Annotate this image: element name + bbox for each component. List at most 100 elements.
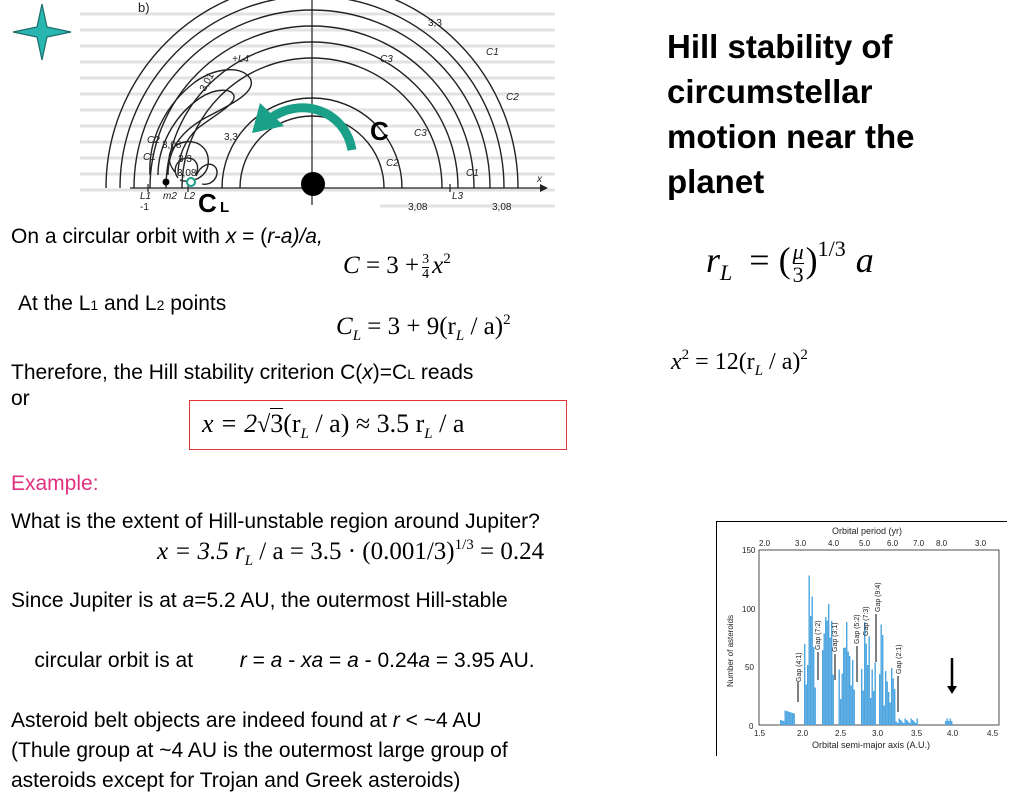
histogram-bar [885,671,887,725]
top-axis-title: Orbital period (yr) [832,526,902,536]
eq-part: / a) ≈ 3.5 r [308,409,425,438]
title-line: circumstellar [667,73,873,110]
histogram-bar [912,720,914,725]
y-tick: 150 [742,546,756,555]
histogram-bar [804,644,806,725]
eq-x: x [671,349,682,375]
curve-label: C2 [147,135,160,146]
y-tick: 0 [749,722,754,731]
text-run: L [407,366,416,382]
histogram-bar [906,720,908,725]
top-tick: 8.0 [936,539,948,548]
eq-part: / a) [464,313,504,340]
sqrt-symbol: √ [257,412,271,438]
histogram-bar [892,678,894,725]
histogram-bar [784,710,786,725]
contour-label: 3,3 [178,154,192,165]
eq-C: C [336,313,353,340]
text-run: On a circular orbit with [11,225,226,248]
histogram-bar [807,665,809,725]
arrow-down-icon [947,686,957,694]
histogram-bar [828,604,830,725]
histogram-bar [882,635,884,725]
contour-label: 3,08 [408,202,428,213]
gap-label: Gap (7:3) [863,606,870,636]
contour-plot: 3,3 3,01 3,08 3,3 3,08 3,08 3,08 3,3 C1 … [80,0,555,218]
histogram-bar [787,711,789,725]
histogram-bar [832,674,834,725]
histogram-bars [780,575,953,725]
eq-sub: L [352,328,362,344]
histogram-bar [894,689,896,725]
gap-label: Gap (7:2) [815,620,822,650]
paragraph-line: Since Jupiter is at a=5.2 AU, the outerm… [11,586,535,616]
histogram-bar [949,718,951,725]
text-run: r [239,649,247,672]
x-tick: 4.5 [987,729,999,738]
paragraph-line: Asteroid belt objects are indeed found a… [11,706,535,736]
histogram-bar [880,624,882,725]
histogram-bar [870,698,872,725]
paragraph-line: circular orbit is at r = a - xa = a - 0.… [11,616,535,706]
cl-subscript: L [220,199,229,216]
histogram-bar [913,721,915,725]
text-run: Asteroid belt objects are indeed found a… [11,709,393,732]
top-tick: 4.0 [828,539,840,548]
eq-part: = 3 + [365,252,420,279]
histogram-svg: Orbital period (yr) 2.0 3.0 4.0 5.0 6.0 … [726,526,1000,750]
eq-r: r [706,240,721,280]
histogram-bar [805,684,807,725]
eq-exp: 2 [443,251,451,267]
histogram-bar [916,718,918,725]
histogram-bar [873,691,875,725]
eq-sub: L [455,328,465,344]
text-run: circular orbit is at [34,649,240,672]
eq-num: 3 [422,251,430,267]
star-dot [301,172,325,196]
eq-part: 3 [270,408,284,438]
eq-sub: L [754,363,764,379]
eq-C: C [343,252,360,279]
histogram-bar [792,713,794,725]
histogram-bar [874,662,876,725]
point-label: x [536,174,543,185]
text-run: x [362,361,373,384]
eq-a: a [855,240,874,280]
explanation-paragraph: Since Jupiter is at a=5.2 AU, the outerm… [11,586,535,796]
asteroid-histogram: Orbital period (yr) 2.0 3.0 4.0 5.0 6.0 … [716,521,1007,756]
histogram-bar [945,721,947,725]
histogram-bar [831,621,833,725]
curve-label: C1 [486,47,499,58]
text-run: reads [415,361,474,384]
histogram-bar [867,665,869,725]
text-run: At the L [18,292,91,315]
eq-sub: L [424,426,433,442]
histogram-bar [879,674,881,725]
text-run: points [164,292,227,315]
point-label: +L4 [232,54,249,65]
eq-part: = 3 + 9(r [367,313,456,340]
text-run: r-a)/a, [267,225,323,248]
histogram-bar [864,622,866,725]
contour-label: 3,01 [198,71,217,94]
x-squared-equation: x2 = 12(rL / a)2 [671,347,808,380]
text-run: 1 [90,297,99,313]
text-run: and L [98,292,157,315]
curve-label: C2 [506,92,519,103]
contour-label: 3,08 [162,140,182,151]
histogram-bar [903,723,905,725]
text-run: - 0.24 [358,649,419,672]
x-tick: 1.5 [754,729,766,738]
text-run: = 3.95 AU. [430,649,535,672]
example-equation: x = 3.5 rL / a = 3.5 · (0.001/3)1/3 = 0.… [157,537,544,570]
gap-label: Gap (2:1) [896,644,903,674]
histogram-bar [811,596,813,725]
histogram-bar [898,718,900,725]
histogram-bar [861,669,863,725]
histogram-bar [948,721,950,725]
criterion-line: Therefore, the Hill stability criterion … [11,361,473,386]
text-run: x [225,225,237,248]
y-tick: 100 [742,605,756,614]
histogram-bar [840,699,842,725]
